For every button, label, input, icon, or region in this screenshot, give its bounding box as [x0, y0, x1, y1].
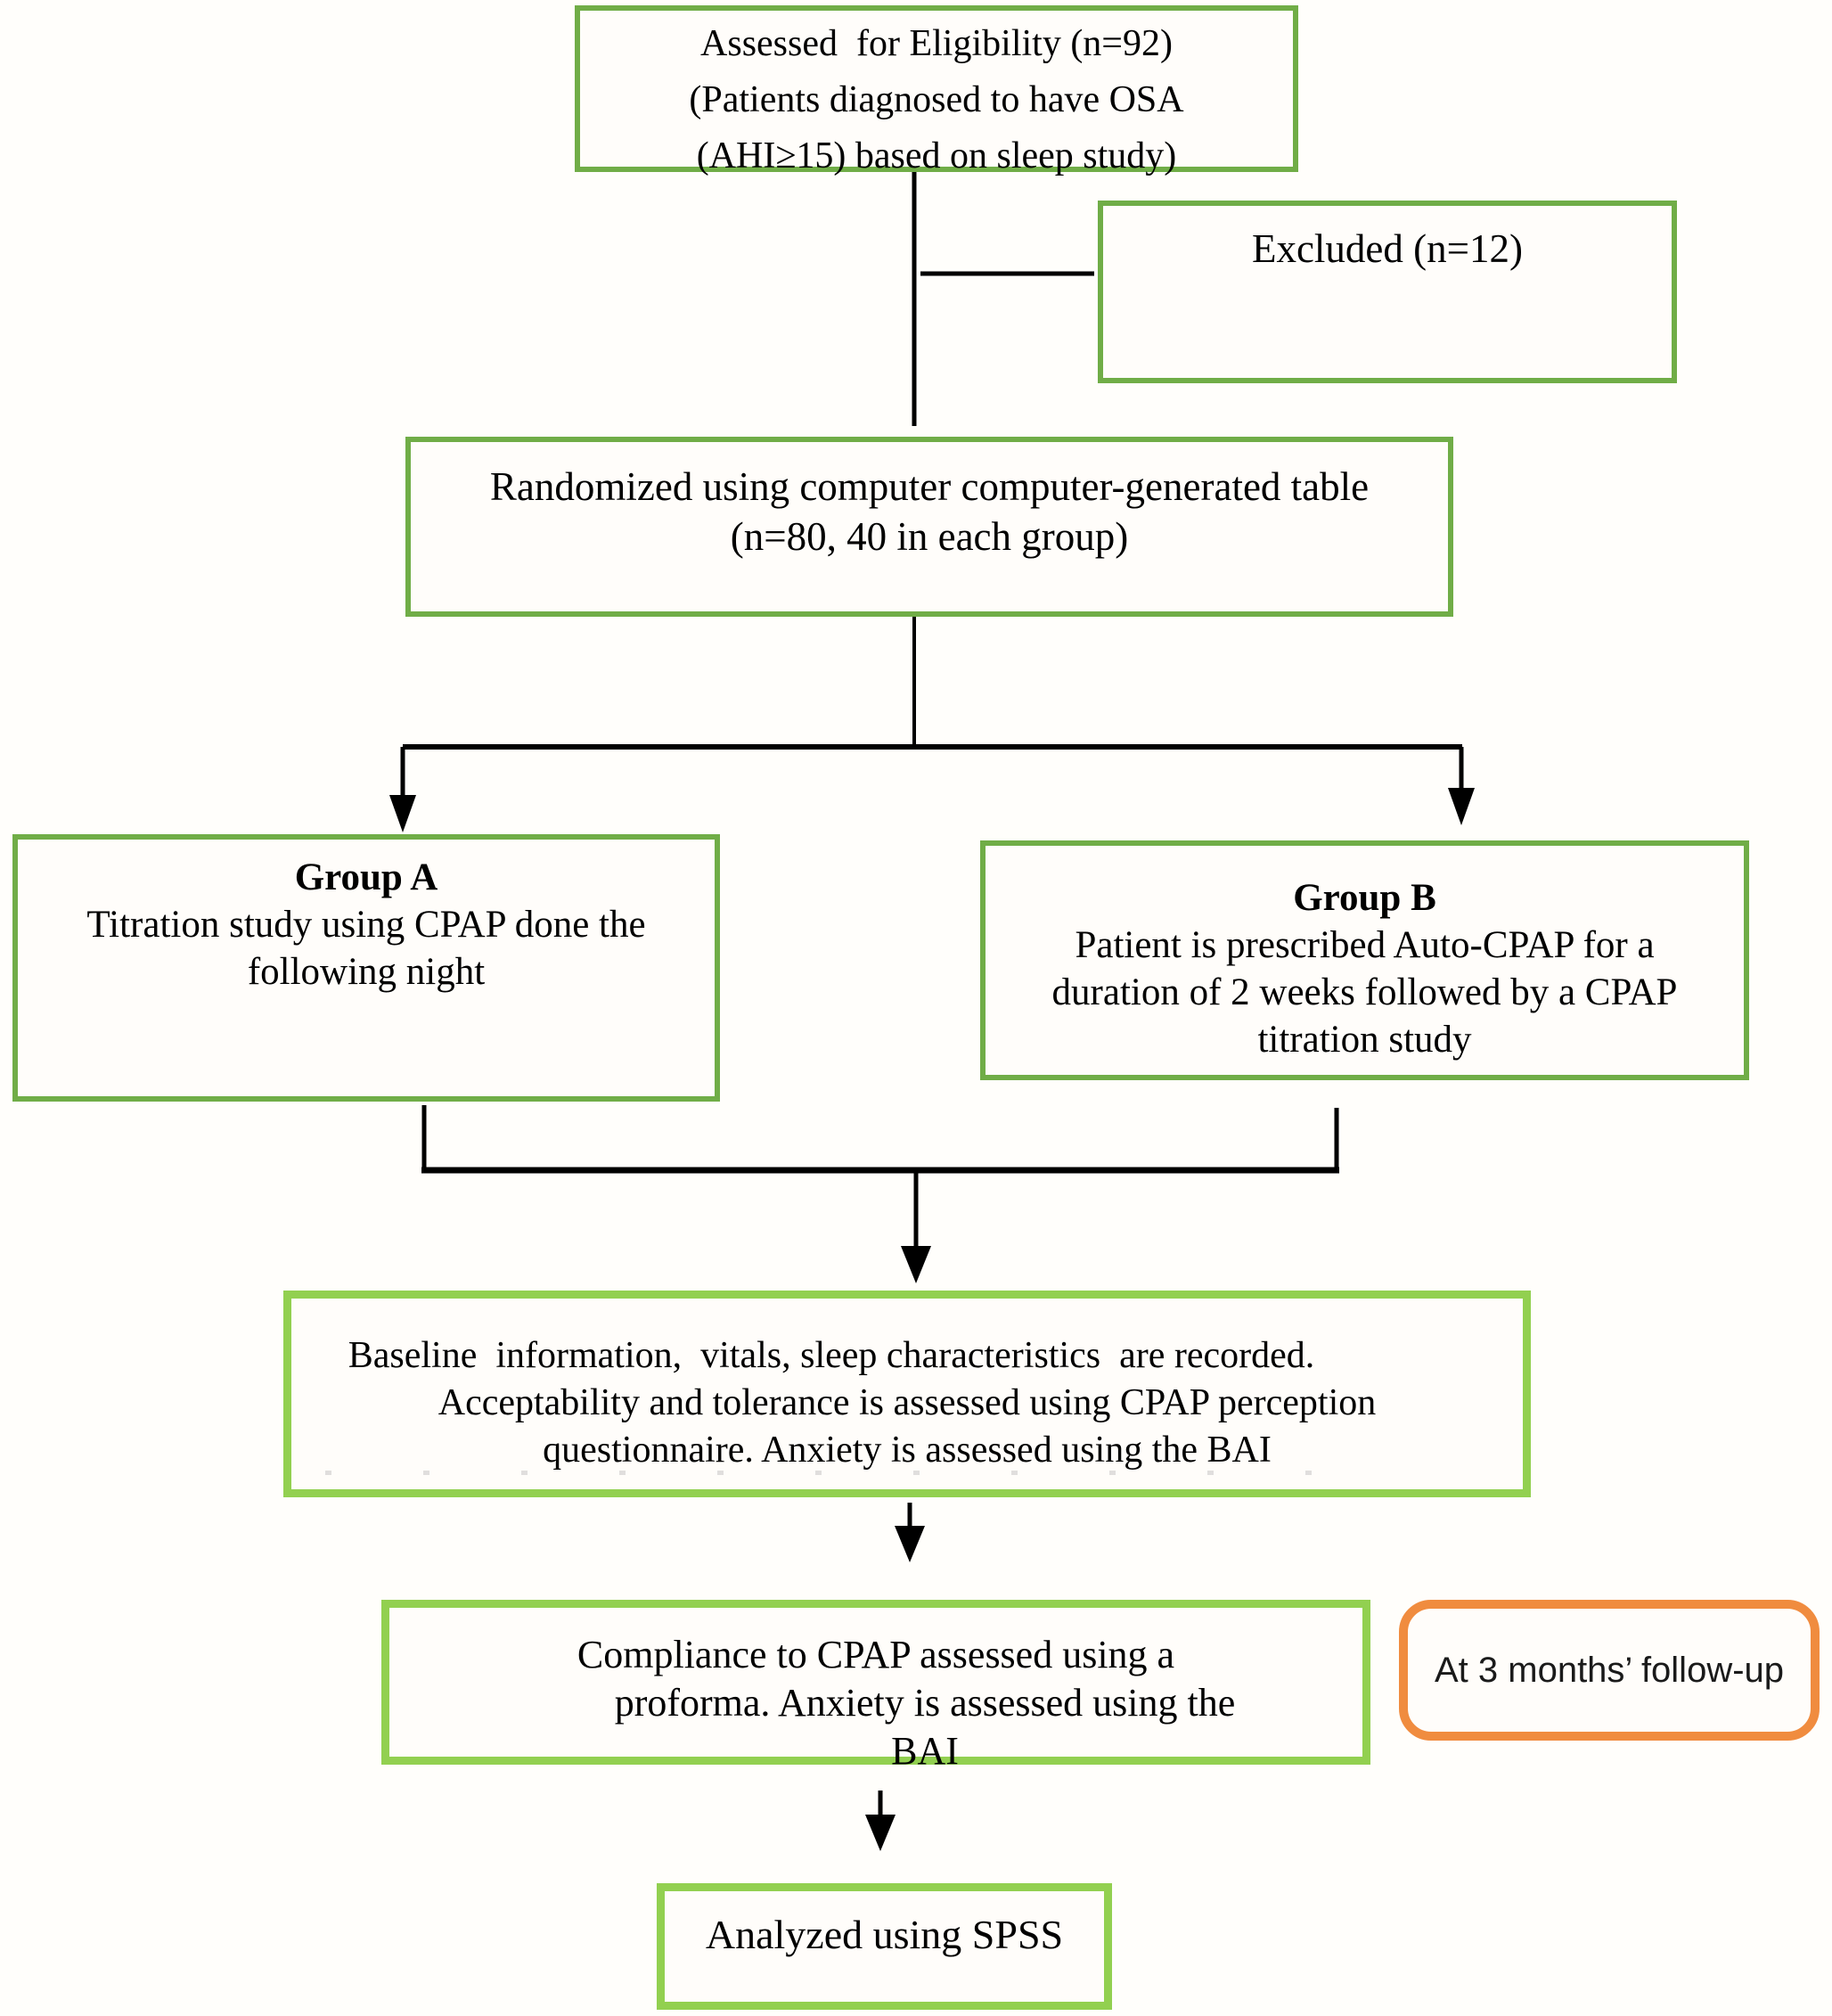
analyzed-spss-text: Analyzed using SPSS	[705, 1912, 1064, 1957]
group-b-title: Group B	[1293, 877, 1436, 919]
compliance-box: Compliance to CPAP assessed using a prof…	[381, 1600, 1370, 1773]
followup-note-text: At 3 months’ follow-up	[1434, 1650, 1785, 1690]
group-b-line-2: duration of 2 weeks followed by a CPAP	[1051, 971, 1678, 1013]
compliance-line-3: BAI	[891, 1729, 959, 1773]
group-b-box: Group B Patient is prescribed Auto-CPAP …	[980, 840, 1749, 1080]
group-a-box: Group A Titration study using CPAP done …	[12, 834, 720, 1102]
baseline-line-2: Acceptability and tolerance is assessed …	[438, 1382, 1377, 1423]
analyzed-spss-box: Analyzed using SPSS	[657, 1883, 1112, 2010]
arrow-down-compliance-icon	[895, 1526, 925, 1562]
arrow-down-group-b-icon	[1448, 788, 1475, 825]
arrow-down-group-a-icon	[389, 795, 416, 832]
assessed-line-3: (AHI≥15) based on sleep study)	[696, 135, 1177, 176]
excluded-text: Excluded (n=12)	[1251, 226, 1524, 271]
compliance-line-1: Compliance to CPAP assessed using a	[577, 1633, 1175, 1676]
assessed-line-2: (Patients diagnosed to have OSA	[689, 79, 1184, 120]
group-a-title: Group A	[294, 856, 438, 898]
assessed-line-1: Assessed for Eligibility (n=92)	[700, 23, 1173, 64]
arrow-down-baseline-icon	[901, 1246, 931, 1283]
randomized-box: Randomized using computer computer-gener…	[405, 437, 1453, 617]
group-a-line-2: following night	[247, 951, 486, 993]
followup-note-box: At 3 months’ follow-up	[1399, 1600, 1820, 1741]
faded-text-remnant	[325, 1471, 1359, 1475]
excluded-box: Excluded (n=12)	[1098, 201, 1677, 383]
group-a-line-1: Titration study using CPAP done the	[86, 904, 646, 946]
baseline-recording-box: Baseline information, vitals, sleep char…	[283, 1291, 1531, 1497]
arrow-down-spss-icon	[865, 1815, 896, 1851]
group-b-line-1: Patient is prescribed Auto-CPAP for a	[1075, 924, 1655, 966]
assessed-eligibility-box: Assessed for Eligibility (n=92) (Patient…	[575, 5, 1298, 176]
baseline-line-3: questionnaire. Anxiety is assessed using…	[543, 1430, 1272, 1471]
compliance-line-2: proforma. Anxiety is assessed using the	[614, 1681, 1236, 1725]
randomized-line-2: (n=80, 40 in each group)	[730, 514, 1129, 559]
randomized-line-1: Randomized using computer computer-gener…	[489, 464, 1370, 509]
group-b-line-3: titration study	[1257, 1019, 1472, 1061]
baseline-line-1: Baseline information, vitals, sleep char…	[348, 1335, 1315, 1376]
